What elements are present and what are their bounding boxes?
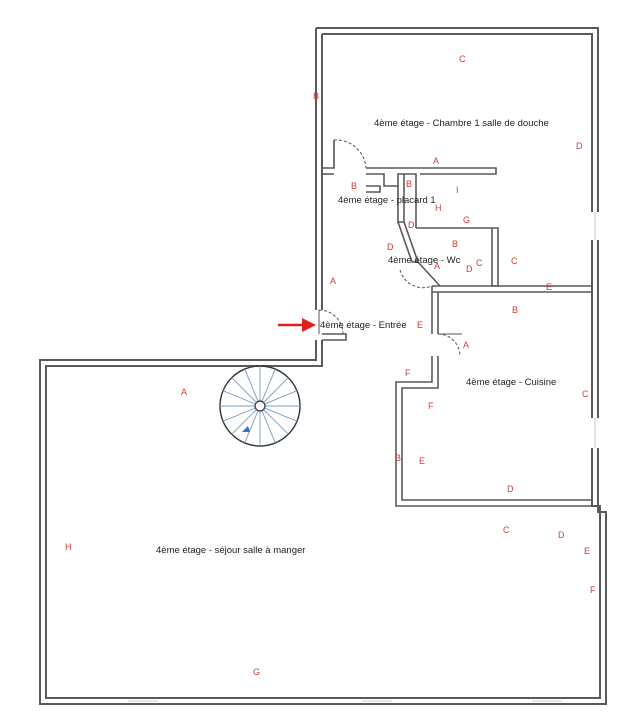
stair-step [222,390,256,405]
wall-letter: C [503,525,510,535]
stair-step [264,407,298,422]
stair-step [264,390,298,405]
wall-letter: C [459,54,466,64]
wall-letter: C [511,256,518,266]
wall-letter: B [406,179,412,189]
wall-letter: A [181,387,187,397]
wall-letter: E [584,546,590,556]
room-label-wc: 4ème étage - Wc [388,255,461,266]
wall-letter: C [582,389,589,399]
entry-arrow-icon [278,318,316,332]
wall-letter: A [434,261,440,271]
doors [318,139,462,357]
wall-letter: D [507,484,514,494]
room-label-entree: 4ème étage - Entrée [320,320,407,331]
wall-letter: B [452,239,458,249]
wall-letter: D [558,530,565,540]
wall-letter: G [463,215,470,225]
wall-letters-cuisine: B A C F E D E [419,282,589,494]
outer-walls [39,27,607,705]
wall-letter: D [466,264,473,274]
room-label-placard: 4ème étage - placard 1 [338,195,436,206]
wall-letter: E [417,320,423,330]
stair-step [244,410,259,444]
wall-letters-sejour: A H C D E F G B [65,387,596,677]
wall-letter: D [387,242,394,252]
wall-letters-chambre: C B D A [313,54,583,166]
wall-letter: E [546,282,552,292]
room-label-sejour: 4ème étage - séjour salle à manger [156,545,305,556]
wall-letter: A [463,340,469,350]
stair-step [244,368,259,402]
wall-letter: D [408,220,415,230]
stair-step [263,377,289,403]
wall-letter: F [590,585,596,595]
room-label-chambre: 4ème étage - Chambre 1 salle de douche [374,118,549,129]
stair-step [231,377,257,403]
wall-letter: G [253,667,260,677]
room-label-cuisine: 4ème étage - Cuisine [466,377,556,388]
stair-step [222,407,256,422]
wall-letters-placard: B B I H D G [351,179,470,230]
wall-letter: B [313,91,319,101]
wall-letter: E [419,456,425,466]
wall-letter: A [330,276,336,286]
stair-step [261,410,276,444]
wall-letters-wc: D B A D C [387,239,483,274]
wall-letter: B [351,181,357,191]
wall-letter: F [428,401,434,411]
wall-letter: D [576,141,583,151]
stair-step [231,409,257,435]
wall-letter: C [476,258,483,268]
spiral-staircase-icon [219,365,301,447]
wall-letter: F [405,368,411,378]
wall-letter: H [435,203,442,213]
stair-direction-icon [242,426,250,432]
wall-letter: B [512,305,518,315]
wall-letters-entree: A E F [330,276,423,378]
wall-letter: B [395,453,401,463]
wall-letter: A [433,156,439,166]
stair-step [263,409,289,435]
wall-letter: H [65,542,72,552]
stair-step [261,368,276,402]
wall-letter: I [456,185,459,195]
